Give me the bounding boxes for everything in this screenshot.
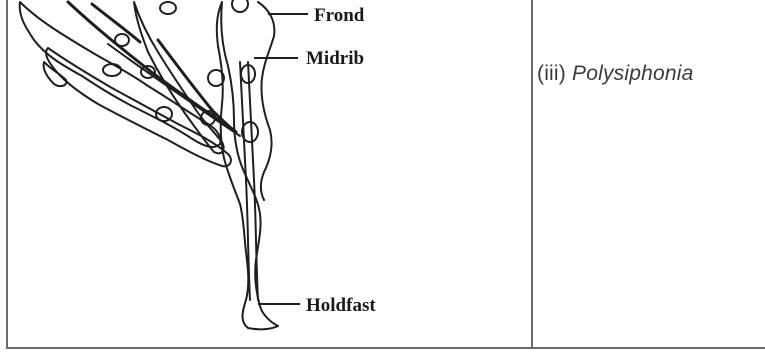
diagram-cell: Frond Midrib Holdfast bbox=[6, 0, 533, 349]
holdfast-label: Holdfast bbox=[306, 295, 376, 316]
air-bladder bbox=[115, 34, 129, 46]
blade-far-right bbox=[258, 2, 274, 200]
blade-left-upper bbox=[20, 2, 221, 147]
air-bladder bbox=[103, 64, 121, 76]
caption-name: Polysiphonia bbox=[572, 62, 693, 85]
air-bladder bbox=[232, 0, 248, 12]
air-bladder bbox=[160, 2, 176, 14]
seaweed-diagram: Frond Midrib Holdfast bbox=[8, 0, 535, 351]
caption-numeral: (iii) bbox=[537, 62, 566, 85]
midrib-label: Midrib bbox=[306, 48, 364, 69]
specimen-caption: (iii) Polysiphonia bbox=[537, 62, 694, 86]
frond-label: Frond bbox=[314, 5, 365, 26]
caption-cell: (iii) Polysiphonia bbox=[531, 0, 765, 349]
